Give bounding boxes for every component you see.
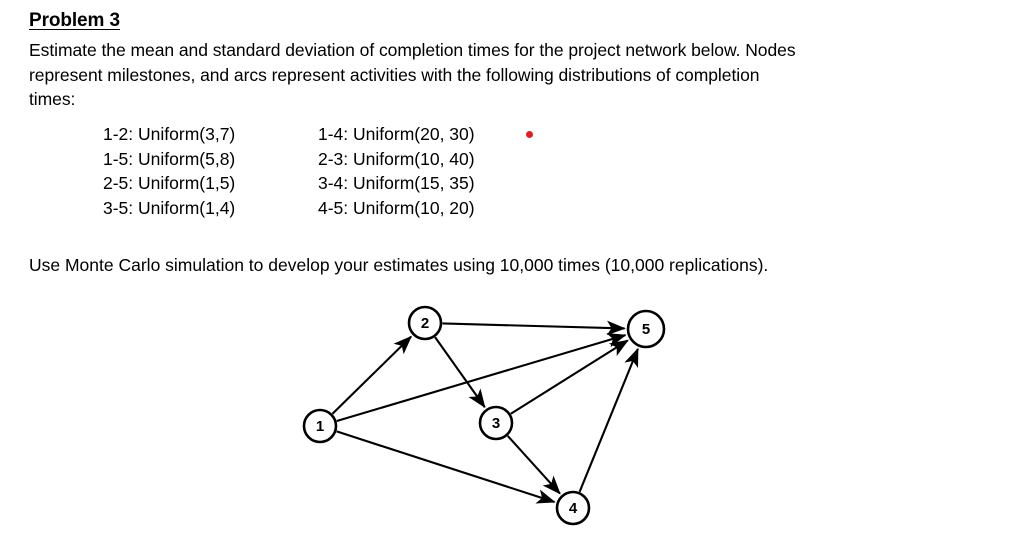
- page-title: Problem 3: [29, 10, 120, 31]
- network-nodes: 1 2 3 4 5: [302, 305, 666, 526]
- network-node-1: 1: [302, 408, 338, 444]
- distribution-row: 2-5: Uniform(1,5) 3-4: Uniform(15, 35): [103, 171, 538, 196]
- network-node-5: 5: [626, 309, 666, 349]
- red-annotation-dot: [526, 131, 533, 138]
- network-node-label: 5: [642, 321, 650, 338]
- intro-paragraph: Estimate the mean and standard deviation…: [29, 38, 937, 112]
- network-node-2: 2: [407, 305, 443, 341]
- intro-line-1: Estimate the mean and standard deviation…: [29, 40, 796, 60]
- network-graph-svg: 1 2 3 4 5: [302, 305, 666, 526]
- monte-carlo-instruction: Use Monte Carlo simulation to develop yo…: [29, 255, 769, 275]
- network-node-circle: [478, 405, 514, 441]
- network-node-3: 3: [478, 405, 514, 441]
- distribution-row: 3-5: Uniform(1,4) 4-5: Uniform(10, 20): [103, 196, 538, 221]
- distribution-item: 2-5: Uniform(1,5): [103, 173, 236, 193]
- network-node-circle: [302, 408, 338, 444]
- network-edge-2-to-3: [434, 336, 486, 409]
- distribution-item: 1-4: Uniform(20, 30): [318, 124, 475, 144]
- network-node-label: 3: [492, 415, 500, 432]
- network-node-label: 2: [421, 315, 429, 332]
- network-node-circle: [555, 490, 591, 526]
- network-node-label: 4: [569, 500, 578, 517]
- distribution-item: 1-5: Uniform(5,8): [103, 148, 236, 169]
- distribution-item: 3-4: Uniform(15, 35): [318, 173, 475, 193]
- network-edge-1-to-4: [336, 430, 556, 504]
- distribution-item: 1-2: Uniform(3,7): [103, 124, 236, 144]
- intro-line-3: times:: [29, 89, 76, 109]
- network-edge-4-to-5: [578, 347, 639, 493]
- network-edge-1-to-2: [331, 335, 412, 415]
- intro-line-2: represent milestones, and arcs represent…: [29, 64, 760, 85]
- network-node-circle: [626, 309, 666, 349]
- network-edge-3-to-5: [510, 339, 629, 415]
- network-node-circle: [407, 305, 443, 341]
- network-edge-1-to-5: [336, 333, 627, 423]
- network-node-label: 1: [316, 418, 324, 435]
- project-network-diagram: 1 2 3 4 5: [0, 280, 1011, 550]
- distribution-row: 1-5: Uniform(5,8) 2-3: Uniform(10, 40): [103, 147, 538, 172]
- distribution-item: 3-5: Uniform(1,4): [103, 197, 236, 218]
- network-edges: [331, 320, 639, 504]
- distribution-row: 1-2: Uniform(3,7) 1-4: Uniform(20, 30): [103, 122, 538, 147]
- network-edge-3-to-4: [506, 435, 561, 495]
- distribution-item: 4-5: Uniform(10, 20): [318, 197, 475, 218]
- distribution-item: 2-3: Uniform(10, 40): [318, 148, 475, 169]
- network-node-4: 4: [555, 490, 591, 526]
- network-edge-2-to-5: [442, 320, 626, 336]
- distribution-list: 1-2: Uniform(3,7) 1-4: Uniform(20, 30) 1…: [103, 122, 538, 220]
